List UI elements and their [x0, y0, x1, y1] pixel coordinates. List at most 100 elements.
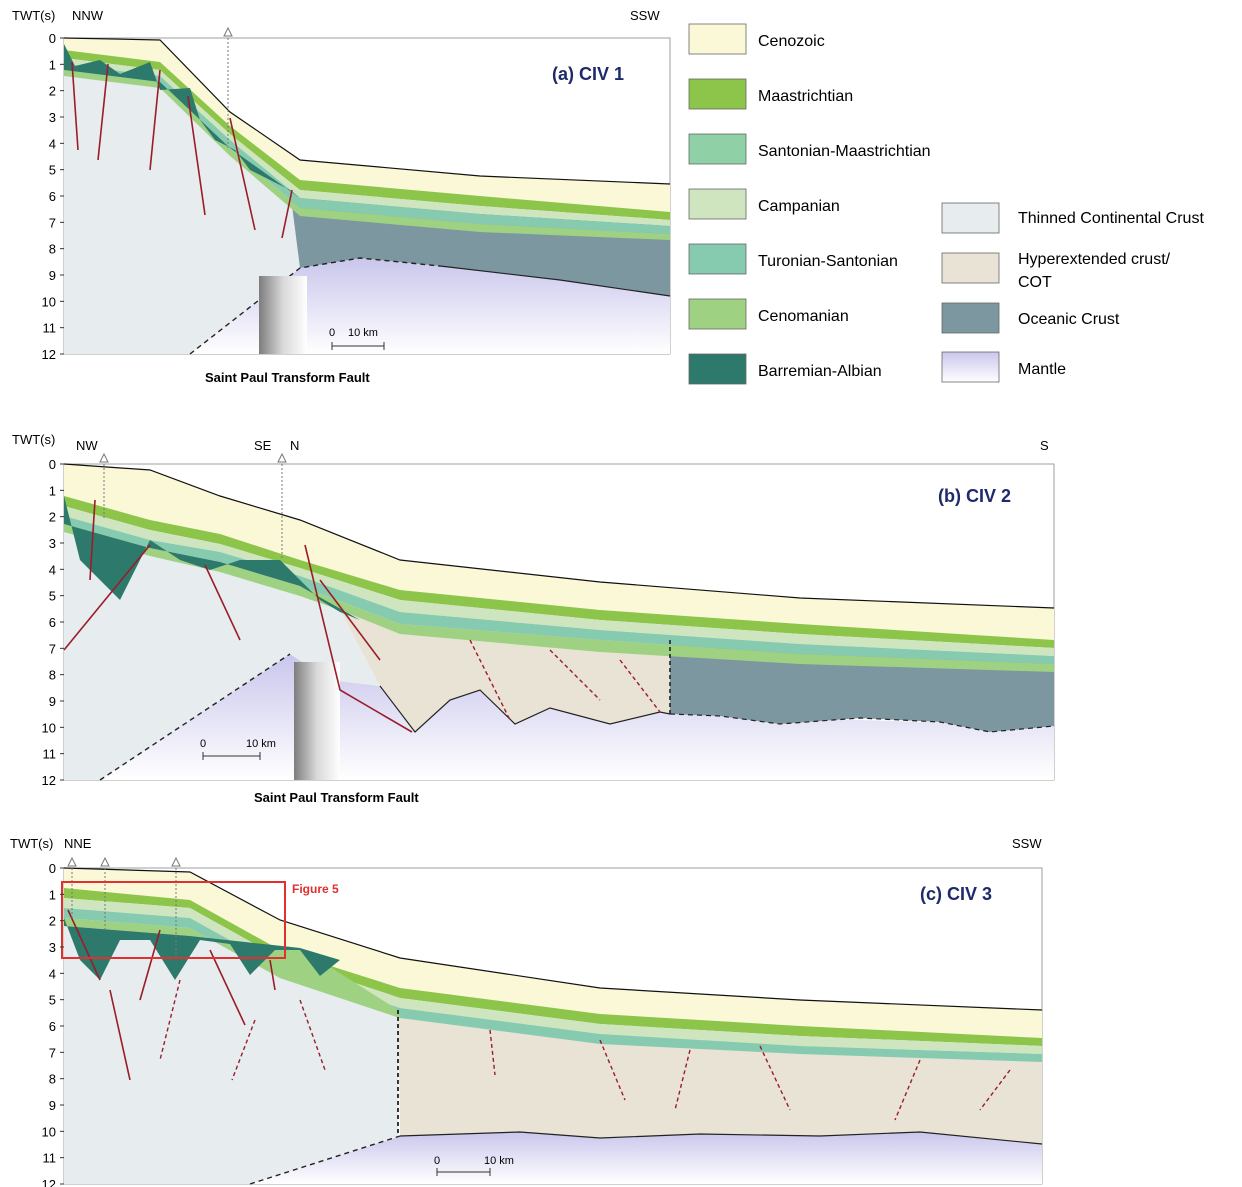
legend-label-thinned-continental-crust: Thinned Continental Crust — [1018, 210, 1204, 227]
panel-b-cenozoic — [64, 464, 1054, 640]
panel-c-cenozoic — [64, 868, 1042, 1038]
twt-tick-label: 9 — [49, 1098, 56, 1113]
twt-tick-label: 1 — [49, 483, 56, 498]
twt-tick-label: 3 — [49, 940, 56, 955]
panel-b-fault-label: Saint Paul Transform Fault — [254, 790, 419, 805]
panel-a-dir-left: NNW — [72, 8, 104, 23]
legend-label-cenozoic: Cenozoic — [758, 33, 825, 50]
panel-a-axis-label: TWT(s) — [12, 8, 55, 23]
twt-tick-label: 9 — [49, 268, 56, 283]
figure-5-box — [61, 881, 286, 959]
panel-b-continental-crust — [64, 496, 380, 780]
twt-tick-label: 12 — [42, 1177, 56, 1187]
panel-c-mantle-top — [399, 1131, 1043, 1145]
legend-label-maastrichtian: Maastrichtian — [758, 88, 853, 105]
panel-c-cenomanian — [64, 918, 400, 1018]
panel-b-dir-right: S — [1040, 438, 1049, 453]
panel-b-scale-zero: 0 — [200, 738, 206, 750]
twt-tick-label: 12 — [42, 773, 56, 788]
legend-item-thinned-continental-crust: Thinned Continental Crust — [941, 202, 1204, 234]
panel-a-mantle — [190, 258, 670, 354]
twt-tick-label: 1 — [49, 57, 56, 72]
panel-c-well-marker-3-icon — [171, 856, 181, 867]
twt-tick-label: 7 — [49, 215, 56, 230]
panel-a-well-marker-icon — [223, 26, 233, 37]
panel-c-scale-zero: 0 — [434, 1155, 440, 1167]
panel-c-faults — [67, 909, 276, 1081]
legend-item-cenomanian: Cenomanian — [688, 298, 849, 330]
panel-b-dashed-faults — [469, 639, 661, 721]
panel-a-seafloor — [63, 37, 671, 185]
twt-tick-label: 6 — [49, 1019, 56, 1034]
panel-b-barremian-albian — [64, 496, 360, 620]
twt-tick-label: 4 — [49, 136, 56, 151]
panel-a: 0 10 km TWT(s) NNW SSW (a) CIV 1 Saint P… — [12, 8, 671, 385]
twt-tick-label: 9 — [49, 694, 56, 709]
panel-c-turonian-santonian — [64, 908, 1042, 1062]
legend-label-turonian-santonian: Turonian-Santonian — [758, 253, 898, 270]
panel-c-well-marker-2-icon — [100, 856, 110, 867]
panel-c-maastrichtian — [64, 888, 1042, 1046]
panel-c-well-marker-1-icon — [67, 856, 77, 867]
panel-c-dir-left: NNE — [64, 836, 92, 851]
twt-tick-label: 2 — [49, 510, 56, 525]
twt-tick-label: 0 — [49, 457, 56, 472]
panel-b-transform-fault-zone — [294, 662, 340, 780]
panel-a-transform-fault-zone — [259, 276, 307, 354]
legend-swatch-thinned-continental-crust — [941, 202, 1000, 234]
panel-b-dir-left: NW — [76, 438, 98, 453]
twt-tick-label: 0 — [49, 861, 56, 876]
panel-b-dir-mid2: N — [290, 438, 299, 453]
twt-tick-label: 2 — [49, 84, 56, 99]
legend-item-campanian: Campanian — [688, 188, 840, 220]
legend-item-barremian-albian: Barremian-Albian — [688, 353, 882, 385]
twt-tick-label: 12 — [42, 347, 56, 362]
panel-b-scale-bar — [202, 752, 261, 760]
panel-c: Figure 5 0 10 km TWT(s) NNE SSW (c) CIV … — [10, 836, 1043, 1187]
panel-b-well-marker-2-icon — [277, 452, 287, 463]
twt-tick-label: 8 — [49, 1072, 56, 1087]
panel-b-scale-km: 10 km — [246, 738, 276, 750]
panel-a-scale-km: 10 km — [348, 327, 378, 339]
panel-a-faults — [71, 61, 293, 239]
legend-swatch-campanian — [688, 188, 747, 220]
figure-5-label: Figure 5 — [292, 882, 339, 896]
panel-b-cenomanian — [64, 524, 1054, 672]
legend-item-santonian-maastrichtian: Santonian-Maastrichtian — [688, 133, 931, 165]
panel-b-axis-label: TWT(s) — [12, 432, 55, 447]
twt-tick-label: 2 — [49, 914, 56, 929]
twt-tick-label: 11 — [43, 1151, 57, 1166]
legend: Cenozoic Maastrichtian Santonian-Maastri… — [688, 23, 1204, 385]
twt-tick-label: 0 — [49, 31, 56, 46]
panel-c-axis-label: TWT(s) — [10, 836, 53, 851]
legend-label-hyperextended-crust: Hyperextended crust/ — [1018, 251, 1171, 268]
legend-swatch-turonian-santonian — [688, 243, 747, 275]
panel-a-scale-bar — [331, 342, 385, 350]
panel-a-title: (a) CIV 1 — [552, 64, 624, 84]
twt-tick-label: 4 — [49, 966, 56, 981]
legend-item-cenozoic: Cenozoic — [688, 23, 825, 55]
legend-swatch-cenomanian — [688, 298, 747, 330]
legend-item-turonian-santonian: Turonian-Santonian — [688, 243, 898, 275]
legend-label-barremian-albian: Barremian-Albian — [758, 363, 882, 380]
twt-tick-label: 7 — [49, 641, 56, 656]
panel-b-title: (b) CIV 2 — [938, 486, 1011, 506]
twt-tick-label: 5 — [49, 163, 56, 178]
panel-a-mantle-top — [439, 265, 671, 297]
legend-item-oceanic-crust: Oceanic Crust — [941, 302, 1120, 334]
panel-c-dashed-faults — [159, 979, 1011, 1121]
panel-b: 0 10 km TWT(s) NW SE N S (b) CIV 2 Saint… — [12, 432, 1055, 805]
twt-tick-label: 11 — [43, 321, 57, 336]
panel-a-fault-label: Saint Paul Transform Fault — [205, 370, 370, 385]
panel-c-hyperextended-crust — [398, 1010, 1042, 1144]
panel-b-mantle-top — [379, 685, 671, 733]
twt-tick-label: 10 — [42, 1124, 56, 1139]
legend-item-mantle: Mantle — [941, 351, 1066, 383]
panel-c-barremian-albian — [64, 918, 340, 980]
legend-label-santonian-maastrichtian: Santonian-Maastrichtian — [758, 143, 931, 160]
legend-swatch-mantle — [941, 351, 1000, 383]
panel-c-scale-km: 10 km — [484, 1155, 514, 1167]
